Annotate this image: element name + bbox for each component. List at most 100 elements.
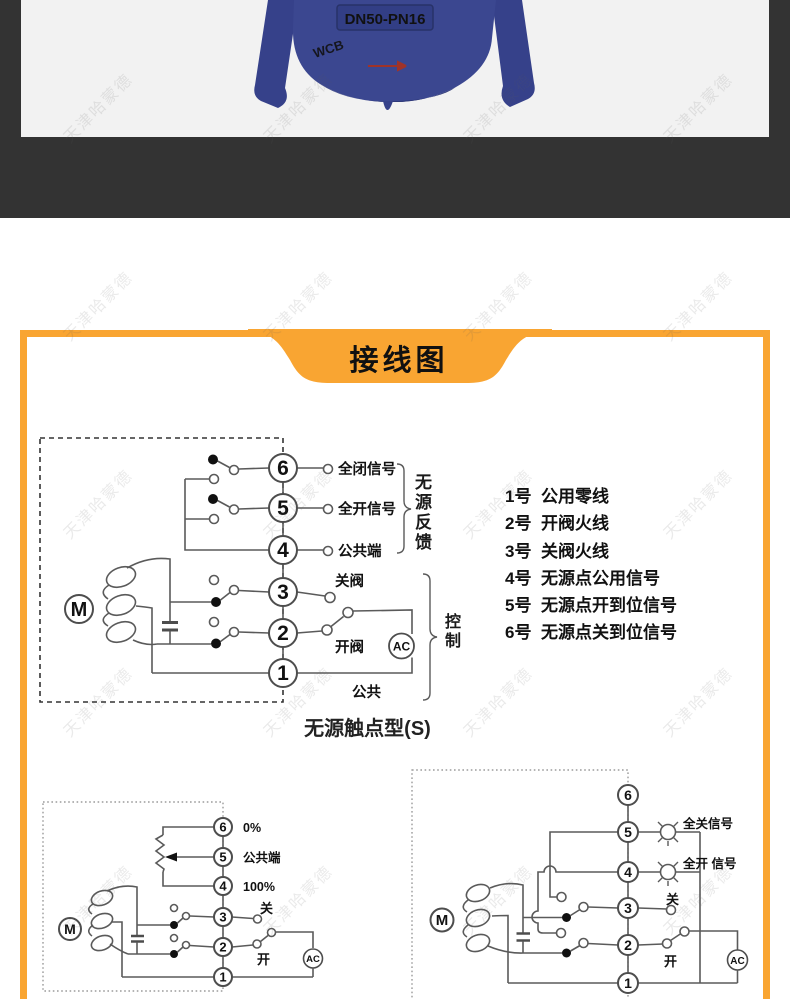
svg-text:3: 3 (624, 900, 632, 916)
control-group-label: 控制 (442, 613, 459, 651)
label-common: 公共 (352, 684, 381, 701)
terminal-2-number: 2 (277, 622, 289, 645)
label-common-terminal: 公共端 (243, 850, 281, 865)
control-switches (157, 574, 270, 649)
label-full-close-signal: 全闭信号 (337, 460, 396, 478)
list-item: 2号开阀火线 (505, 514, 609, 534)
motor-label: M (71, 599, 88, 621)
ac-label: AC (393, 640, 411, 654)
capacitor (131, 925, 144, 954)
terminal-1-number: 1 (277, 662, 289, 685)
terminal-4-number: 4 (277, 539, 289, 562)
svg-text:5: 5 (624, 824, 632, 840)
feedback-group-label: 无源反馈 (412, 473, 431, 553)
terminal-labels: 全闭信号 全开信号 公共端 关阀 开阀 公共 (335, 460, 396, 701)
list-item: 4号无源点公用信号 (505, 568, 660, 588)
terminal-2 (268, 618, 298, 648)
valve-plate-text: DN50-PN16 (345, 11, 426, 28)
terminal-4 (617, 861, 639, 883)
control-switches (562, 901, 619, 958)
feedback-switches (184, 454, 270, 551)
terminal-6-number: 6 (277, 457, 289, 480)
terminal-4 (213, 876, 233, 896)
label-open-valve: 开阀 (335, 638, 364, 656)
lamp-full-open (659, 863, 677, 881)
capacitor (162, 602, 178, 644)
svg-text:1: 1 (624, 975, 632, 991)
terminal-2 (617, 934, 639, 956)
wiring-section-box (20, 330, 770, 999)
list-item: 6号无源点关到位信号 (505, 623, 677, 643)
terminal-1 (617, 972, 639, 994)
list-item: 5号无源点开到位信号 (505, 596, 677, 616)
actuator-boundary-dashed (39, 437, 284, 703)
terminal-3-number: 3 (277, 581, 289, 604)
terminal-3 (617, 897, 639, 919)
valve-product-image: DN50-PN16 WCB (254, 0, 535, 110)
left-page-border (0, 0, 21, 137)
section-title: 接线图 (349, 344, 448, 377)
group-braces (396, 463, 438, 701)
svg-text:1: 1 (219, 970, 226, 985)
svg-text:6: 6 (219, 820, 226, 835)
signal-lamps (638, 821, 701, 983)
svg-text:4: 4 (624, 864, 632, 880)
ac-label: AC (730, 956, 744, 967)
terminal-1 (268, 658, 298, 688)
terminal-strip: 6 5 4 3 2 1 (268, 453, 298, 688)
control-switches (128, 903, 215, 958)
label-full-open-signal: 全开 信号 (682, 856, 736, 871)
terminal-2 (213, 937, 233, 957)
wiring-diagram-potentiometer: M (42, 801, 324, 992)
terminal-strip: 6 5 4 3 2 1 (617, 784, 639, 994)
terminal-4 (268, 535, 298, 565)
svg-text:2: 2 (624, 937, 632, 953)
motor-label: M (436, 912, 449, 929)
external-feedback-contacts (297, 463, 334, 557)
label-full-open-signal: 全开信号 (337, 500, 396, 518)
actuator-boundary-dotted (42, 801, 224, 992)
label-full-close-signal: 全关信号 (682, 816, 733, 831)
external-control-circuit: AC (152, 591, 415, 674)
valve-body-shape: DN50-PN16 WCB (254, 0, 535, 110)
svg-text:5: 5 (219, 850, 226, 865)
label-0-percent: 0% (243, 821, 261, 835)
motor-label: M (64, 921, 76, 937)
dark-divider-band (0, 137, 790, 218)
wiring-diagram-lamp-signal: M (411, 769, 749, 999)
right-page-border (769, 0, 790, 137)
svg-text:3: 3 (219, 910, 226, 925)
terminal-6 (268, 453, 298, 483)
potentiometer (154, 826, 214, 887)
terminal-description-list: 1号公用零线 2号开阀火线 3号关阀火线 4号无源点公用信号 5号无源点开到位信… (505, 483, 677, 647)
motor: M (429, 882, 524, 983)
svg-text:2: 2 (219, 940, 226, 955)
section-title-tab: 接线图 (248, 329, 552, 383)
capacitor (516, 932, 530, 953)
svg-text:4: 4 (219, 879, 227, 894)
motor: M (58, 885, 138, 977)
terminal-6 (213, 817, 233, 837)
label-close: 关 (666, 892, 679, 907)
label-open: 开 (257, 952, 270, 967)
ac-label: AC (306, 954, 320, 965)
terminal-5 (268, 493, 298, 523)
tab-shape (248, 329, 552, 383)
internal-wiring (523, 831, 618, 954)
label-close: 关 (260, 901, 273, 916)
product-photo-area: DN50-PN16 WCB (21, 0, 769, 137)
terminal-labels: 0% 公共端 100% 关 开 (243, 821, 281, 967)
svg-text:6: 6 (624, 787, 632, 803)
list-item: 1号公用零线 (505, 487, 609, 506)
diagram1-caption: 无源触点型(S) (304, 718, 431, 740)
terminal-3 (268, 577, 298, 607)
terminal-labels: 全关信号 全开 信号 关 开 (664, 816, 736, 969)
label-100-percent: 100% (243, 880, 275, 894)
label-common-terminal: 公共端 (338, 542, 382, 560)
wiper-arrowhead (165, 852, 177, 862)
list-item: 3号关阀火线 (505, 541, 609, 561)
wiring-diagram-passive-contact: M (39, 437, 438, 703)
terminal-5 (617, 821, 639, 843)
label-open: 开 (664, 954, 677, 969)
